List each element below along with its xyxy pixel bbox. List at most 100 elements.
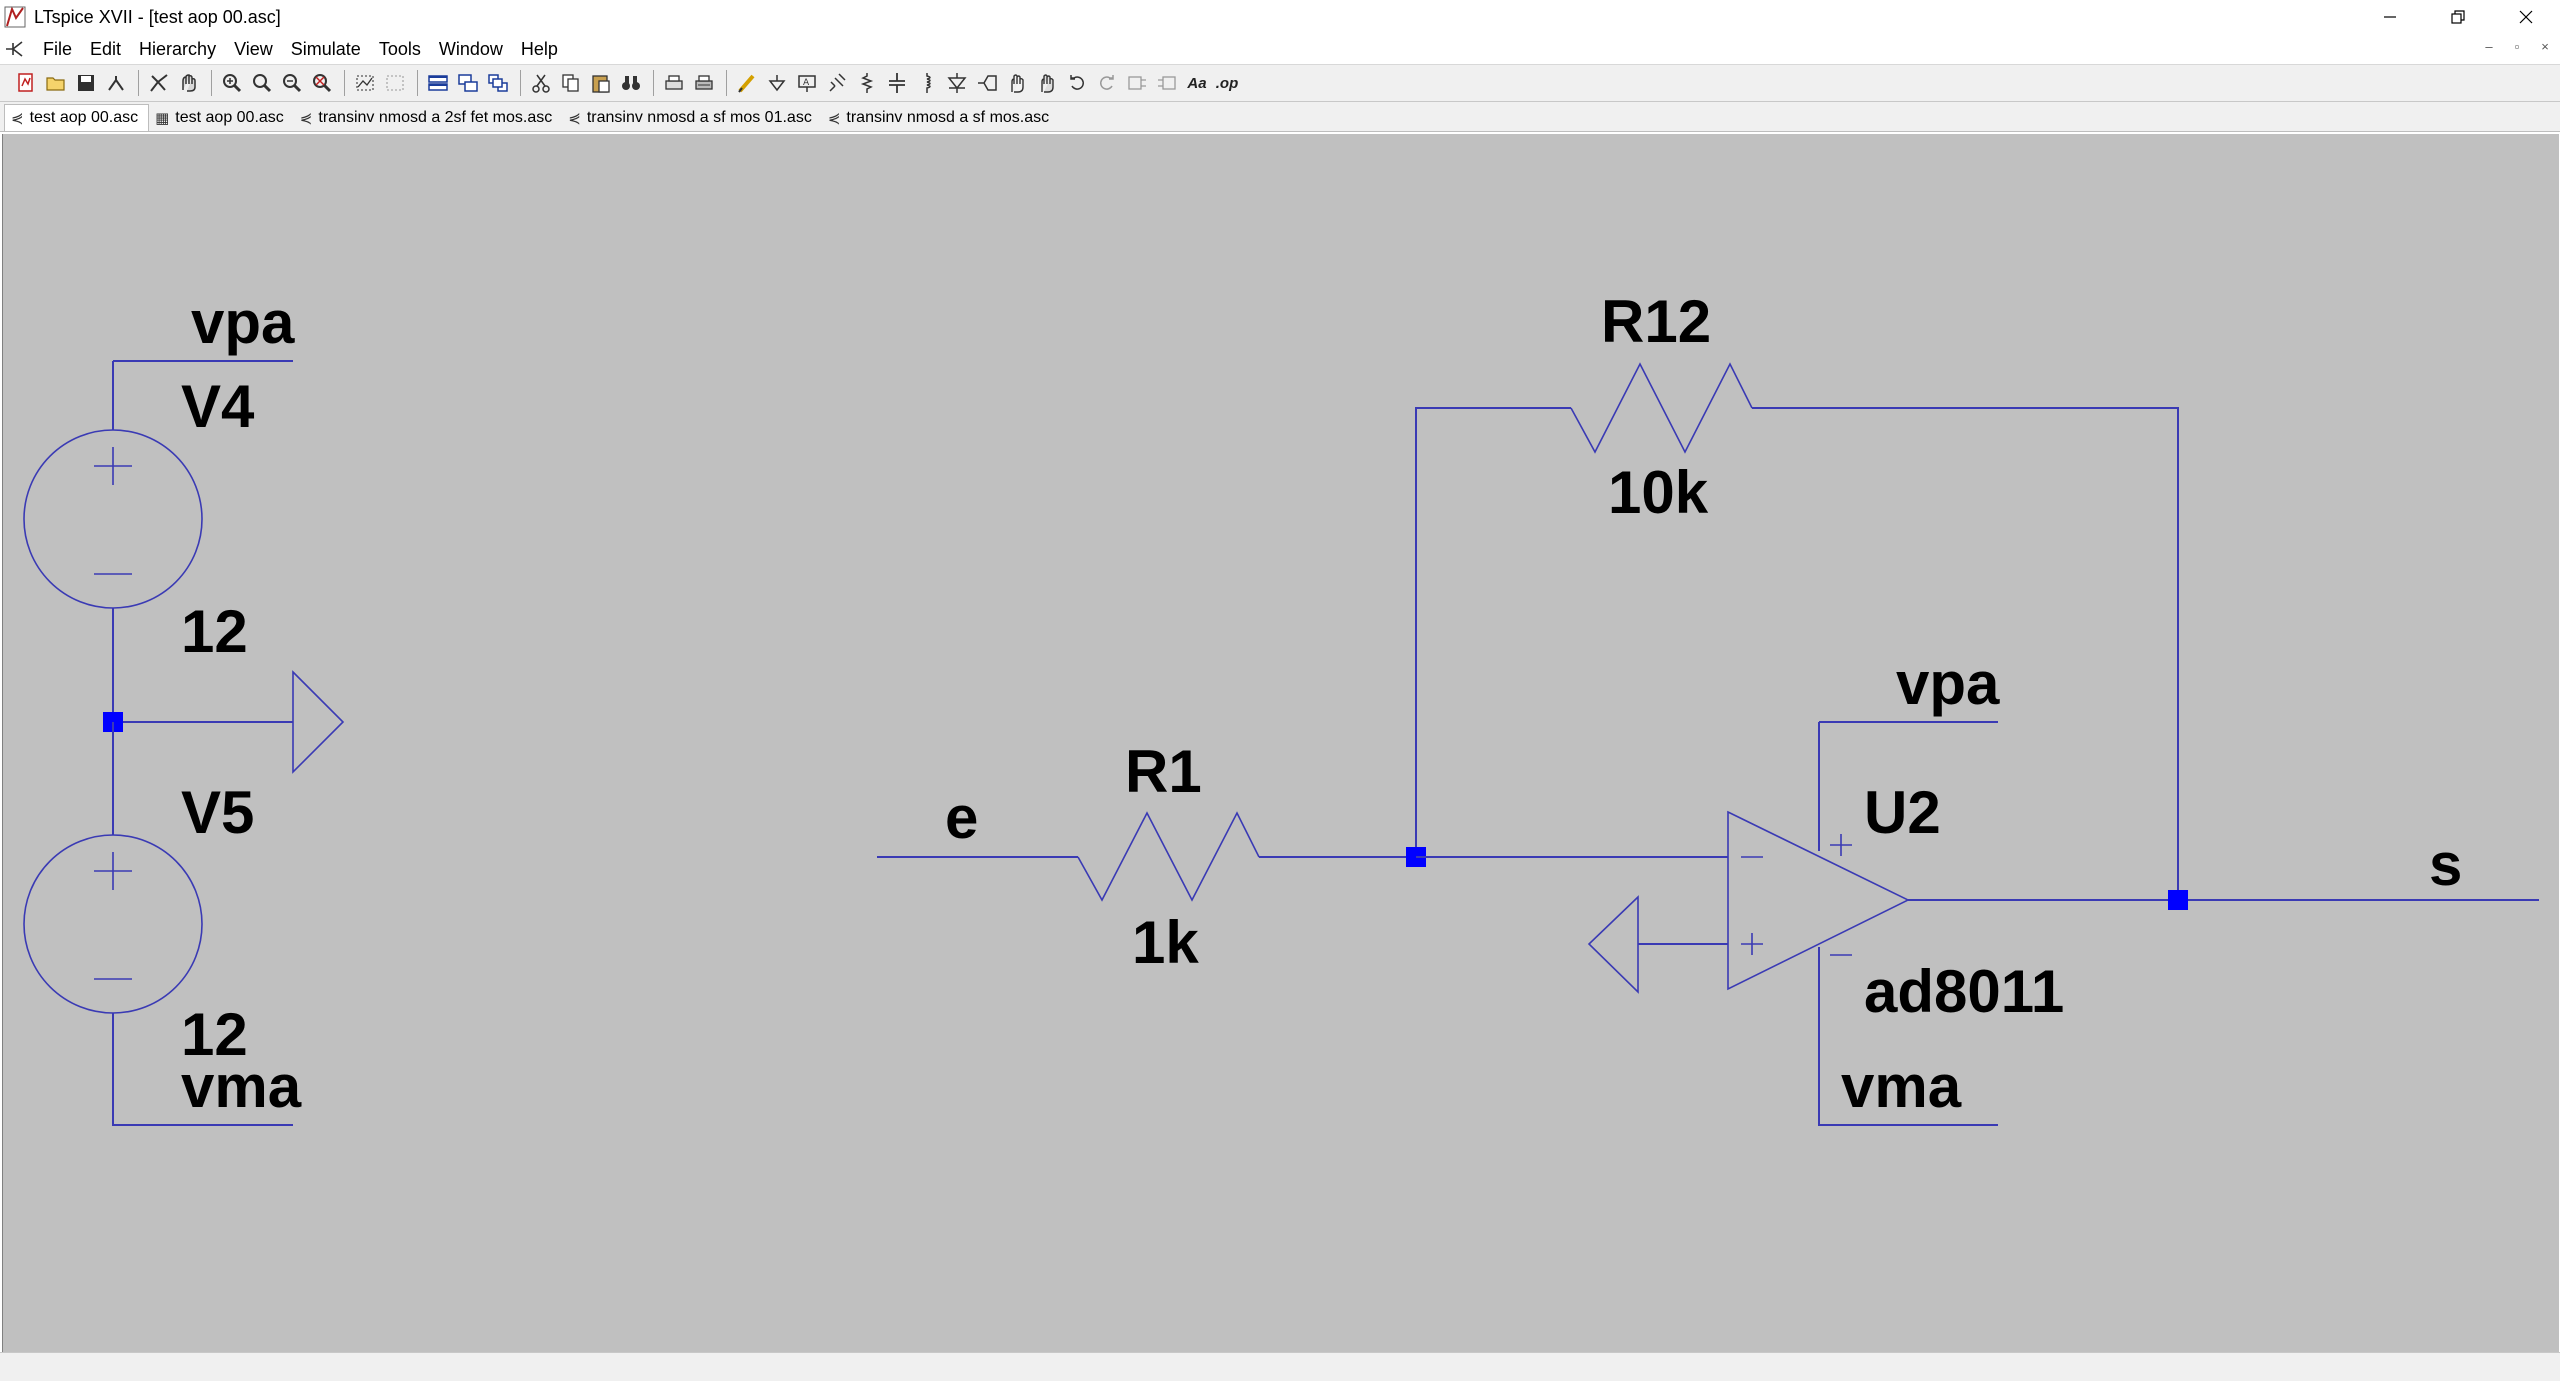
close-icon[interactable]: [2492, 0, 2560, 34]
component-name-v5[interactable]: V5: [181, 779, 254, 846]
toolbar-separator: [726, 70, 727, 96]
component-name-r1[interactable]: R1: [1125, 738, 1202, 805]
component-name-v4[interactable]: V4: [181, 373, 255, 440]
document-tab-bar: ⋞ test aop 00.asc ▦ test aop 00.asc ⋞ tr…: [0, 102, 2560, 132]
redo-icon[interactable]: [1093, 69, 1121, 97]
window-controls: [2356, 0, 2560, 34]
menu-hierarchy[interactable]: Hierarchy: [139, 39, 217, 59]
net-label-vpa-u2[interactable]: vpa: [1896, 650, 2000, 717]
menu-view[interactable]: View: [234, 39, 273, 59]
schematic-canvas[interactable]: vpa V4 12 V5 12 vma R12 10k R1 1k e s vp…: [2, 134, 2559, 1352]
net-label-vma-v5[interactable]: vma: [181, 1053, 302, 1120]
document-close-icon[interactable]: ×: [2541, 39, 2549, 54]
tab-test-aop-00-waveform[interactable]: ▦ test aop 00.asc: [149, 105, 294, 131]
window-arrange-icon[interactable]: [484, 69, 512, 97]
tab-transinv-nmosd-a-sf-mos[interactable]: ⋞ transinv nmosd a sf mos.asc: [822, 105, 1059, 131]
minimize-icon[interactable]: [2356, 0, 2424, 34]
tab-label: test aop 00.asc: [29, 109, 139, 126]
drag-alt-icon[interactable]: [1033, 69, 1061, 97]
save-icon[interactable]: [72, 69, 100, 97]
ground-icon[interactable]: [763, 69, 791, 97]
document-system-menu-icon[interactable]: [4, 39, 26, 59]
ground-symbol-supply[interactable]: [113, 670, 345, 774]
print-icon[interactable]: [660, 69, 688, 97]
control-panel-icon[interactable]: [102, 69, 130, 97]
halt-icon[interactable]: [175, 69, 203, 97]
menu-edit[interactable]: Edit: [90, 39, 122, 59]
tab-label: transinv nmosd a sf mos 01.asc: [586, 109, 812, 126]
r12-resistor[interactable]: [1415, 362, 2179, 900]
cascade-icon[interactable]: [424, 69, 452, 97]
undo-icon[interactable]: [1063, 69, 1091, 97]
diode-icon[interactable]: [943, 69, 971, 97]
zoom-in-icon[interactable]: [218, 69, 246, 97]
component-name-r12[interactable]: R12: [1601, 288, 1711, 355]
schematic-tab-icon: ⋞: [11, 110, 24, 127]
zoom-cancel-icon[interactable]: [308, 69, 336, 97]
v4-voltage-source[interactable]: [23, 360, 293, 722]
menu-tools[interactable]: Tools: [378, 39, 421, 59]
restore-icon[interactable]: [2424, 0, 2492, 34]
capacitor-icon[interactable]: [883, 69, 911, 97]
zoom-out-icon[interactable]: [278, 69, 306, 97]
close-window-icon[interactable]: [454, 69, 482, 97]
resistor-icon[interactable]: [853, 69, 881, 97]
title-bar: LTspice XVII - [test aop 00.asc]: [0, 0, 2560, 34]
tab-transinv-nmosd-a-sf-mos-01[interactable]: ⋞ transinv nmosd a sf mos 01.asc: [562, 105, 822, 131]
schematic-tab-icon: ⋞: [299, 110, 313, 127]
run-icon[interactable]: [145, 69, 173, 97]
component-value-v5[interactable]: 12: [181, 1001, 248, 1068]
print-setup-icon[interactable]: [690, 69, 718, 97]
status-bar: [0, 1352, 2560, 1381]
document-restore-icon[interactable]: ▫: [2514, 39, 2520, 54]
menu-simulate[interactable]: Simulate: [290, 39, 361, 59]
new-schematic-icon[interactable]: [12, 69, 40, 97]
menu-window[interactable]: Window: [438, 39, 503, 59]
document-minimize-icon[interactable]: –: [2485, 39, 2493, 54]
mirror-icon[interactable]: [1153, 69, 1181, 97]
node-output[interactable]: [2168, 890, 2188, 910]
tile-icon[interactable]: [381, 69, 409, 97]
toolbar: A Aa .op: [0, 64, 2560, 102]
drag-icon[interactable]: [1003, 69, 1031, 97]
tab-label: test aop 00.asc: [175, 109, 284, 126]
spice-directive-icon[interactable]: .op: [1215, 74, 1239, 92]
autoscale-icon[interactable]: [351, 69, 379, 97]
toolbar-separator: [653, 70, 654, 96]
label-net-icon[interactable]: A: [793, 69, 821, 97]
component-value-r12[interactable]: 10k: [1608, 459, 1709, 526]
find-icon[interactable]: [617, 69, 645, 97]
menu-file[interactable]: File: [43, 39, 73, 59]
component-name-u2[interactable]: U2: [1864, 779, 1941, 846]
move-icon[interactable]: [973, 69, 1001, 97]
inductor-icon[interactable]: [913, 69, 941, 97]
component-model-u2[interactable]: ad8011: [1864, 958, 2064, 1025]
wire-icon[interactable]: [733, 69, 761, 97]
net-label-vpa-v4[interactable]: vpa: [191, 289, 295, 356]
u2-opamp[interactable]: [1416, 721, 1998, 1126]
copy-icon[interactable]: [557, 69, 585, 97]
net-label-vma-u2[interactable]: vma: [1841, 1053, 1962, 1120]
tab-transinv-nmosd-a-2sf-fet-mos[interactable]: ⋞ transinv nmosd a 2sf fet mos.asc: [294, 105, 562, 131]
rotate-icon[interactable]: [1123, 69, 1151, 97]
tab-test-aop-00-schematic[interactable]: ⋞ test aop 00.asc: [4, 104, 150, 131]
text-icon[interactable]: Aa: [1187, 74, 1207, 92]
zoom-fit-icon[interactable]: [248, 69, 276, 97]
open-icon[interactable]: [42, 69, 70, 97]
ground-symbol-opamp[interactable]: [1587, 895, 1639, 994]
ltspice-app-icon: [4, 6, 26, 28]
schematic-tab-icon: ⋞: [568, 110, 581, 127]
cut-icon[interactable]: [527, 69, 555, 97]
r1-resistor[interactable]: [877, 811, 1416, 902]
menu-help[interactable]: Help: [520, 39, 558, 59]
menu-bar: File Edit Hierarchy View Simulate Tools …: [0, 34, 2560, 64]
net-label-e[interactable]: e: [945, 784, 978, 851]
net-label-s[interactable]: s: [2429, 831, 2462, 898]
component-value-v4[interactable]: 12: [181, 598, 248, 665]
paste-icon[interactable]: [587, 69, 615, 97]
component-value-r1[interactable]: 1k: [1132, 909, 1199, 976]
v5-voltage-source[interactable]: [23, 722, 293, 1126]
document-window-controls: – ▫ ×: [2480, 38, 2554, 56]
component-icon[interactable]: [823, 69, 851, 97]
schematic-drawing[interactable]: vpa V4 12 V5 12 vma R12 10k R1 1k e s vp…: [3, 134, 2559, 1352]
